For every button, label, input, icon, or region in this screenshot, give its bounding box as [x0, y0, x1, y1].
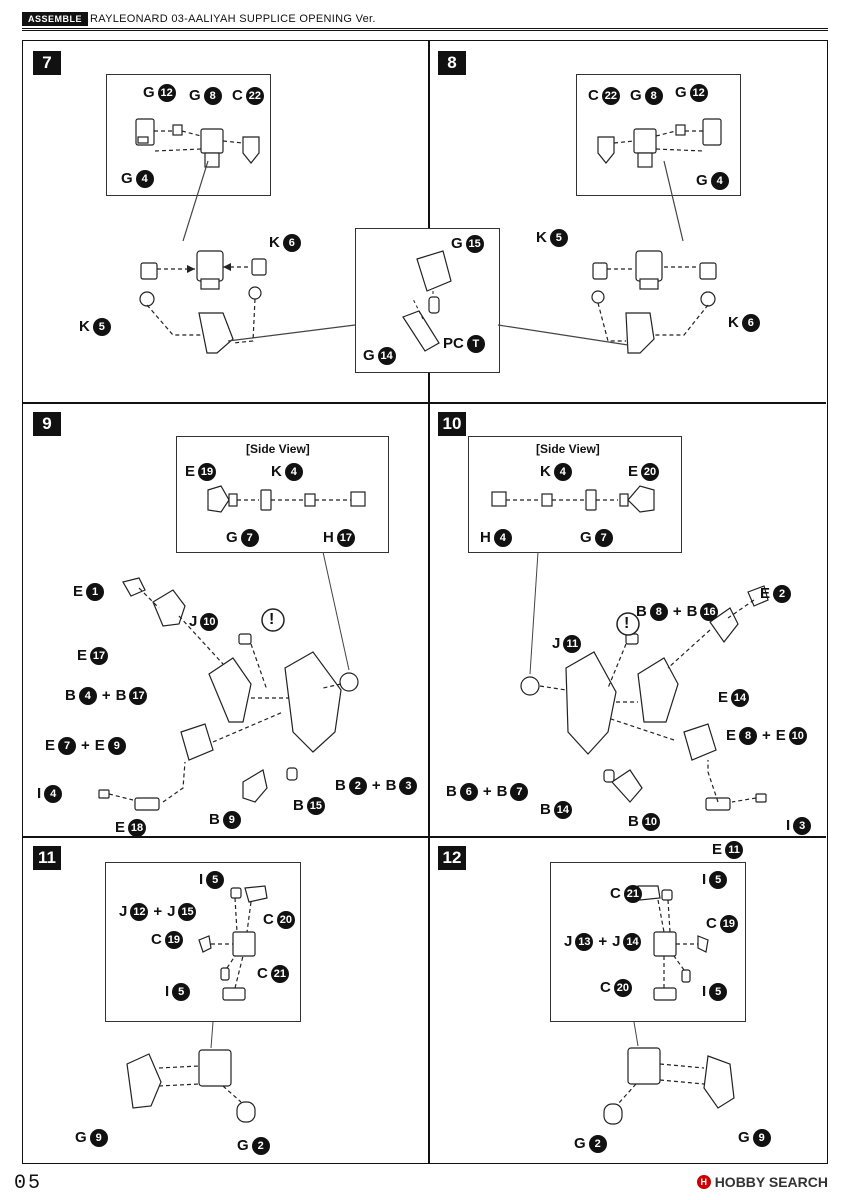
label-caution: ! [624, 615, 630, 632]
instruction-grid: 7 [22, 40, 828, 1164]
shared-detail-illustration [402, 250, 452, 352]
column-divider-top [428, 41, 430, 402]
step-12-illustration [603, 885, 735, 1125]
hobby-search-watermark: H HOBBY SEARCH [696, 1174, 828, 1190]
step-9-illustration [98, 485, 366, 811]
step-7-panel: 7 [23, 41, 428, 402]
step-12-badge: 12 [438, 846, 466, 870]
step-9-panel: 9 [Side View] [23, 402, 428, 838]
label-caution: ! [269, 611, 275, 628]
header-rule [22, 28, 828, 31]
assemble-tag: ASSEMBLE [22, 12, 89, 26]
step-8-panel: 8 [428, 41, 828, 402]
step-8-badge: 8 [438, 51, 466, 75]
hobby-search-logo-icon: H [696, 1175, 711, 1189]
step-10-side-view-title: [Side View] [536, 442, 600, 456]
page-header: ASSEMBLE RAYLEONARD 03-AALIYAH SUPPLICE … [22, 10, 828, 32]
step-10-panel: 10 [Side View] [428, 402, 828, 859]
column-divider-bottom [428, 836, 430, 1163]
step-7-badge: 7 [33, 51, 61, 75]
step-9-badge: 9 [33, 412, 61, 436]
step-7-detail-inset [106, 74, 271, 196]
step-10-illustration [491, 485, 769, 811]
row-divider-2 [23, 836, 826, 838]
hobby-search-text: HOBBY SEARCH [714, 1174, 828, 1190]
step-8-illustration [497, 118, 722, 354]
column-divider-middle [428, 402, 430, 836]
step-10-badge: 10 [438, 412, 466, 436]
step-11-illustration [126, 885, 268, 1123]
product-title: RAYLEONARD 03-AALIYAH SUPPLICE OPENING V… [90, 13, 376, 25]
step-7-illustration [135, 118, 356, 354]
step-11-badge: 11 [33, 846, 61, 870]
row-divider-1 [23, 402, 826, 404]
page-number: 05 [14, 1172, 43, 1195]
step-9-side-view-title: [Side View] [246, 442, 310, 456]
